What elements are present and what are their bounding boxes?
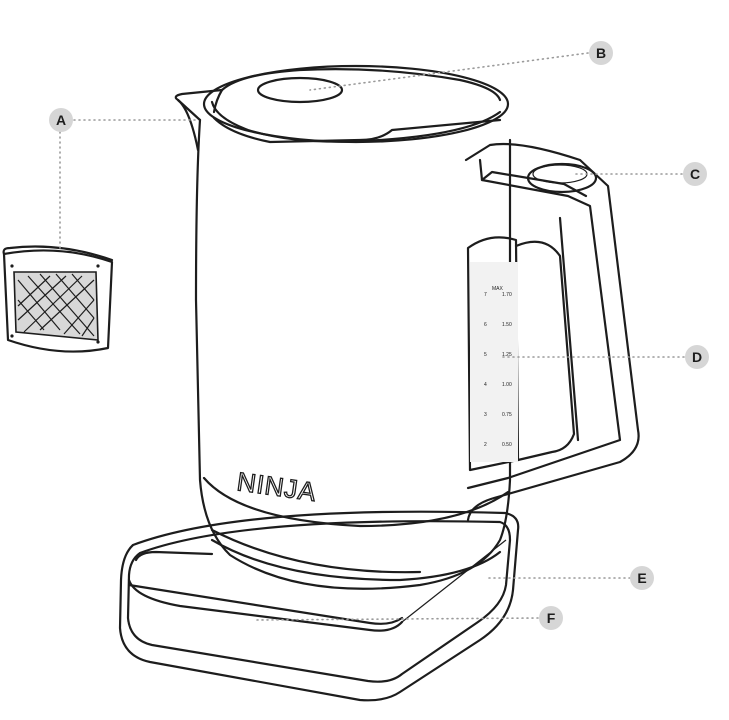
svg-text:0.75: 0.75 [502,412,512,418]
max-label: MAX [492,286,504,292]
svg-text:A: A [56,112,66,128]
svg-text:6: 6 [484,322,487,328]
scale-row: 3 0.75 [484,412,512,418]
kettle-base [118,510,520,702]
scale-row: 5 1.25 [484,352,512,358]
svg-text:1.50: 1.50 [502,322,512,328]
brand-logo: NINJA [235,466,319,507]
svg-text:3: 3 [484,412,487,418]
svg-text:D: D [692,349,702,365]
scale-row: 6 1.50 [484,322,512,328]
callout-e: E [630,566,654,590]
control-panel [127,550,404,625]
scale-row: 2 0.50 [484,442,512,448]
svg-text:5: 5 [484,352,487,358]
svg-text:2: 2 [484,442,487,448]
callout-d: D [685,345,709,369]
svg-text:7: 7 [484,292,487,298]
callout-f: F [539,606,563,630]
svg-text:0.50: 0.50 [502,442,512,448]
callout-c: C [683,162,707,186]
leader-lines [59,52,685,621]
scale-row: 7 1.70 [484,292,512,298]
filter-mesh [17,273,95,337]
svg-text:1.25: 1.25 [502,352,512,358]
scale-row: 4 1.00 [484,382,512,388]
svg-text:E: E [637,570,646,586]
kettle-spout [174,88,224,152]
scale-filter [2,245,114,353]
svg-text:1.70: 1.70 [502,292,512,298]
kettle-handle [464,142,640,522]
svg-text:1.00: 1.00 [502,382,512,388]
callout-a: A [49,108,73,132]
water-level-window: MAX 7 1.70 6 1.50 5 1.25 4 1.00 3 0.75 2… [466,236,520,472]
svg-text:F: F [547,610,556,626]
svg-text:C: C [690,166,700,182]
svg-text:B: B [596,45,606,61]
svg-text:4: 4 [484,382,487,388]
callout-b: B [589,41,613,65]
kettle-body [194,118,512,590]
kettle-lid [202,64,510,144]
